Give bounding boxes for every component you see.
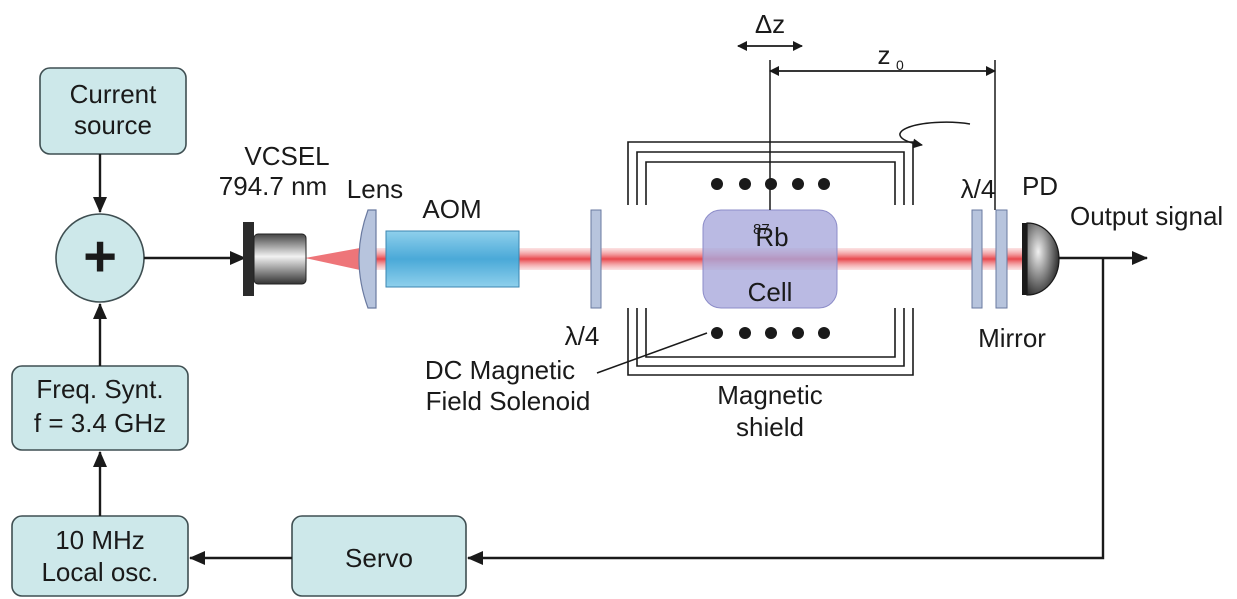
cell-label: Cell [748,277,793,307]
shield-label-2: shield [736,412,804,442]
z0-subscript: 0 [896,57,904,73]
current-source-label-2: source [74,110,152,140]
adder-plus-symbol: + [83,224,117,289]
solenoid-coil-bottom [711,327,830,339]
aom-label: AOM [422,194,481,224]
local-osc-block: 10 MHz Local osc. [11,515,189,597]
local-osc-label-2: Local osc. [41,557,158,587]
solenoid-label-1: DC Magnetic [425,355,575,385]
quarter-wave-plate-left [590,209,602,309]
feedback-line [467,258,1105,565]
photodetector [1022,222,1060,296]
z0-label: z [878,40,891,70]
quarter-wave-plate-right [971,209,983,309]
solenoid-pointer [596,332,708,374]
mirror-label: Mirror [978,323,1046,353]
lens-label: Lens [347,174,403,204]
freq-synth-label-1: Freq. Synt. [36,374,163,404]
rb-isotope-number: 87 [753,221,770,238]
vcsel-laser [243,222,307,296]
aom [385,230,520,288]
solenoid-coil-top [711,178,830,190]
current-source-block: Current source [39,67,187,155]
vcsel-label-1: VCSEL [244,141,329,171]
output-signal-label: Output signal [1070,201,1223,231]
delta-z-label: Δz [755,9,785,39]
local-osc-label-1: 10 MHz [55,525,145,555]
shield-label-1: Magnetic [717,380,823,410]
servo-label: Servo [345,543,413,573]
mirror [995,209,1008,309]
quarter-wave-right-label: λ/4 [961,174,996,204]
lens [358,209,377,309]
polarization-rotation-icon [899,121,971,149]
servo-block: Servo [291,515,467,597]
solenoid-label-2: Field Solenoid [426,386,591,416]
quarter-wave-left-label: λ/4 [565,321,600,351]
adder-block: + [55,213,145,303]
freq-synth-label-2: f = 3.4 GHz [34,408,166,438]
rb-element-label: Rb [755,222,788,252]
pd-label: PD [1022,171,1058,201]
vcsel-label-2: 794.7 nm [219,171,327,201]
laser-beam [360,248,1022,270]
laser-beam-diverging [305,248,360,270]
current-source-label-1: Current [70,79,157,109]
freq-synth-block: Freq. Synt. f = 3.4 GHz [11,365,189,451]
